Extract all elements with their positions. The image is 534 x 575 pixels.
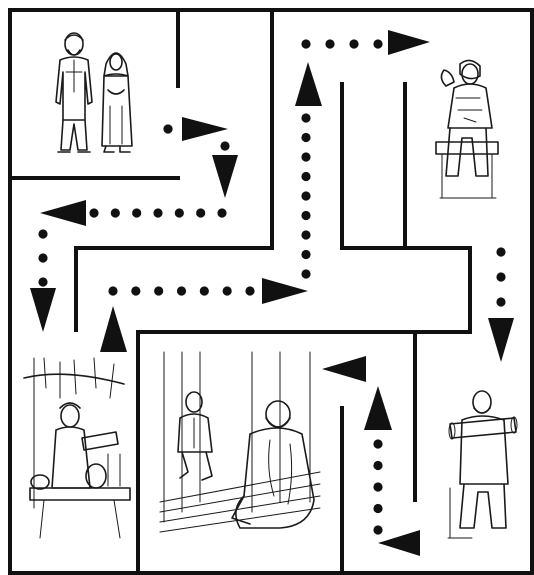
path-dot <box>38 229 47 238</box>
path-dot <box>153 208 162 217</box>
path-dot <box>373 504 382 513</box>
path-dot <box>131 286 140 295</box>
path-dot <box>301 133 310 142</box>
path-dot <box>496 297 505 306</box>
path-dot <box>325 39 334 48</box>
path-dot <box>223 286 232 295</box>
arrow-down-icon <box>488 318 514 362</box>
man-figure-icon <box>56 33 92 152</box>
path-dot <box>108 286 117 295</box>
path-dot <box>38 253 47 262</box>
path-dot <box>373 482 382 491</box>
woman-figure-icon <box>102 53 132 152</box>
path-dot <box>373 439 382 448</box>
path-dot <box>220 141 229 150</box>
path-dot <box>163 124 172 133</box>
arrow-up-icon <box>100 306 127 352</box>
elder-figure-icon <box>232 401 314 528</box>
scene-man-with-scroll <box>448 391 517 538</box>
path-dot <box>177 286 186 295</box>
arrow-left-icon <box>378 530 420 556</box>
path-dot <box>38 277 47 286</box>
path-dot <box>245 286 254 295</box>
path-dot <box>373 461 382 470</box>
bird-icon <box>441 70 454 86</box>
path-dot <box>89 208 98 217</box>
arrow-down-icon <box>212 155 238 198</box>
path-dot <box>301 113 310 122</box>
arrow-right-icon <box>182 117 228 141</box>
path-dot <box>175 208 184 217</box>
path-dot <box>373 39 382 48</box>
path-dot <box>496 247 505 256</box>
path-dot <box>301 269 310 278</box>
scene-man-with-bird <box>436 60 498 198</box>
arrow-down-icon <box>30 288 56 332</box>
boy-figure-icon <box>178 392 212 480</box>
scene-scholar <box>24 358 130 538</box>
scene-couple <box>56 33 132 152</box>
arrow-up-icon <box>364 386 392 430</box>
scroll-icon <box>82 432 118 450</box>
path-dot <box>373 525 382 534</box>
path-dot <box>301 211 310 220</box>
path-dot <box>217 208 226 217</box>
path-dot <box>301 39 310 48</box>
scroll-icon <box>450 418 516 438</box>
arrow-left-icon <box>40 200 86 226</box>
path-dot <box>301 230 310 239</box>
path-dot <box>301 152 310 161</box>
path-dot <box>132 208 141 217</box>
path-dot <box>200 286 209 295</box>
arrow-right-icon <box>262 278 308 304</box>
path-dot <box>496 272 505 281</box>
path-dot <box>349 39 358 48</box>
path-dot <box>111 208 120 217</box>
arrow-up-icon <box>295 62 322 106</box>
path-dot <box>301 250 310 259</box>
arrow-left-icon <box>322 356 366 382</box>
path-dot <box>154 286 163 295</box>
scene-temple-teachers <box>160 352 320 532</box>
path-dot <box>301 191 310 200</box>
arrow-right-icon <box>388 30 430 55</box>
path-dot <box>196 208 205 217</box>
path-dot <box>301 172 310 181</box>
